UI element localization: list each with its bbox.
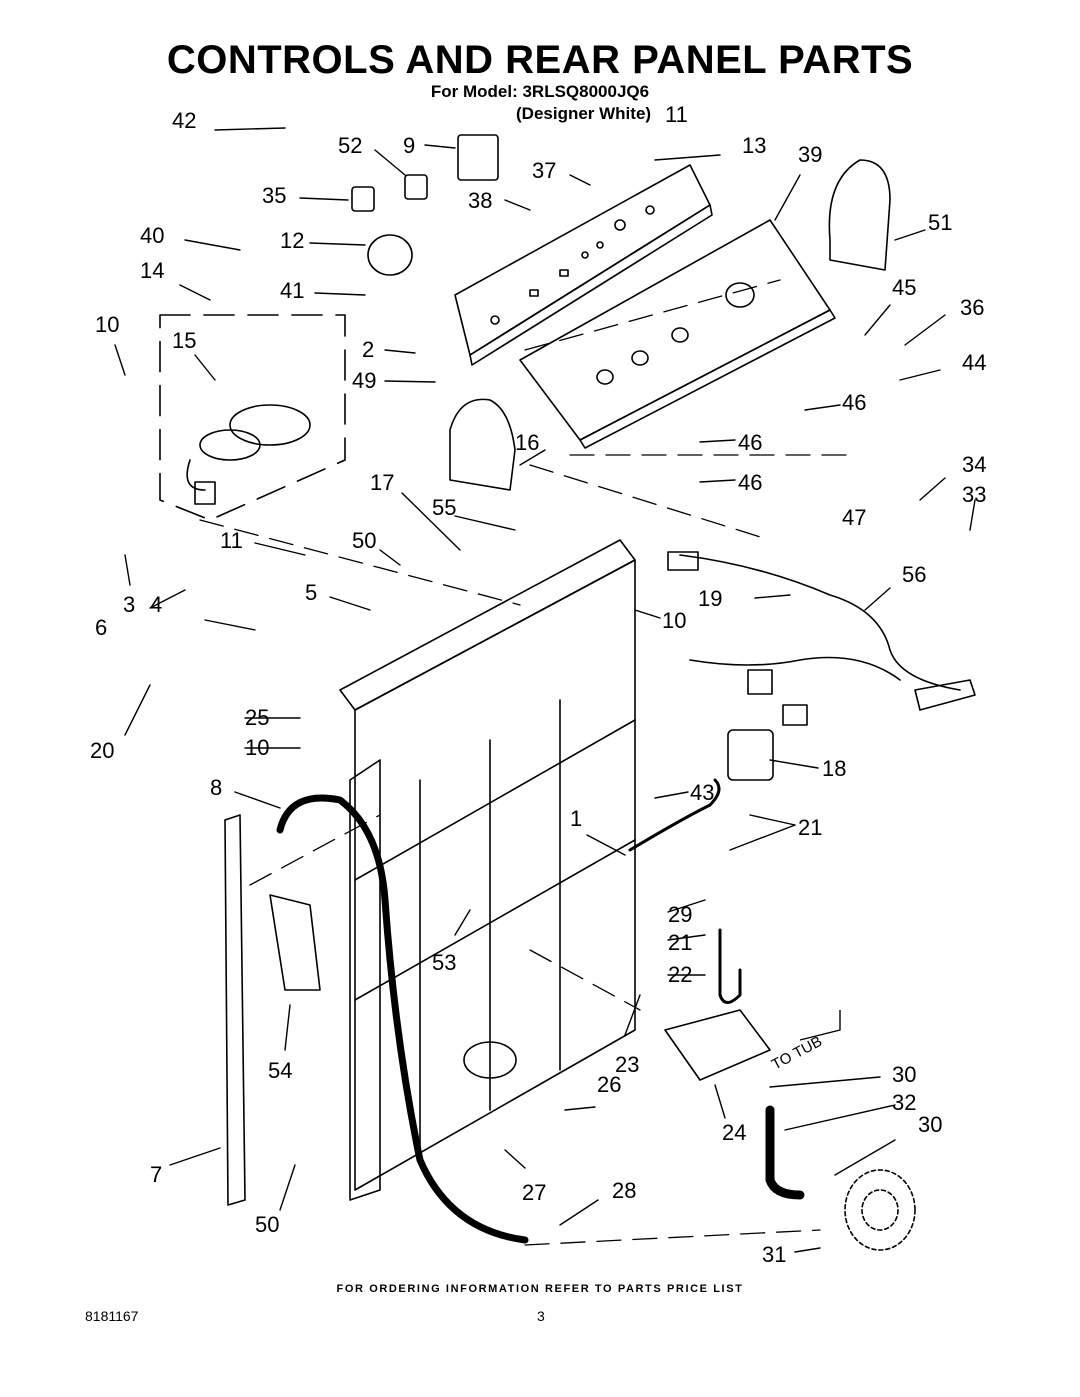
assembly-guide-lines xyxy=(199,279,851,1246)
callout-25: 25 xyxy=(245,705,269,730)
callout-56: 56 xyxy=(902,562,926,587)
callout-47: 47 xyxy=(842,505,866,530)
standpipe xyxy=(718,928,742,1004)
callout-21: 21 xyxy=(668,930,692,955)
callout-2: 2 xyxy=(362,337,374,362)
callout-38: 38 xyxy=(468,188,492,213)
callout-30: 30 xyxy=(892,1062,916,1087)
callout-leaders xyxy=(114,127,976,1253)
model-line: For Model: 3RLSQ8000JQ6 xyxy=(430,82,650,101)
callout-14: 14 xyxy=(140,258,164,283)
knob-part-35 xyxy=(351,186,375,212)
callout-12: 12 xyxy=(280,228,304,253)
callout-32: 32 xyxy=(892,1090,916,1115)
rear-panel-cabinet xyxy=(339,539,636,1201)
callout-8: 8 xyxy=(210,775,222,800)
callout-42: 42 xyxy=(172,108,196,133)
ordering-note: FOR ORDERING INFORMATION REFER TO PARTS … xyxy=(336,1283,744,1295)
callout-7: 7 xyxy=(150,1162,162,1187)
callout-10: 10 xyxy=(95,312,119,337)
callout-13: 13 xyxy=(742,133,766,158)
callout-53: 53 xyxy=(432,950,456,975)
model-variant: (Designer White) xyxy=(516,104,652,123)
document-number: 8181167 xyxy=(85,1308,139,1324)
callout-45: 45 xyxy=(892,275,916,300)
callout-51: 51 xyxy=(928,210,952,235)
callout-40: 40 xyxy=(140,223,164,248)
callout-39: 39 xyxy=(798,142,822,167)
callout-22: 22 xyxy=(668,962,692,987)
callout-10: 10 xyxy=(245,735,269,760)
air-dome-bracket xyxy=(269,894,321,991)
fill-hose xyxy=(276,794,529,1244)
callout-50: 50 xyxy=(255,1212,279,1237)
callout-30: 30 xyxy=(918,1112,942,1137)
pump-inlet-hose xyxy=(628,778,721,852)
callout-41: 41 xyxy=(280,278,304,303)
callout-10: 10 xyxy=(662,608,686,633)
callout-46: 46 xyxy=(842,390,866,415)
callout-54: 54 xyxy=(268,1058,292,1083)
callout-52: 52 xyxy=(338,133,362,158)
callout-23: 23 xyxy=(615,1052,639,1077)
callout-21: 21 xyxy=(798,815,822,840)
callout-28: 28 xyxy=(612,1178,636,1203)
callout-44: 44 xyxy=(962,350,986,375)
timer xyxy=(457,134,499,181)
to-tub-label: TO TUB xyxy=(769,1033,825,1074)
harness-dashed-box xyxy=(159,314,346,521)
callout-50: 50 xyxy=(352,528,376,553)
callout-35: 35 xyxy=(262,183,286,208)
callout-20: 20 xyxy=(90,738,114,763)
knob-part-52 xyxy=(404,174,428,200)
main-wiring-harness xyxy=(667,551,976,726)
left-end-cap xyxy=(449,398,516,491)
page-number: 3 xyxy=(537,1308,545,1324)
selector-switch xyxy=(367,234,413,276)
drain-pump-bracket xyxy=(664,1009,771,1081)
control-console-panel xyxy=(454,164,713,366)
callout-4: 4 xyxy=(150,592,162,617)
callout-15: 15 xyxy=(172,328,196,353)
callout-46: 46 xyxy=(738,470,762,495)
backsplash-panel xyxy=(519,219,836,449)
callout-29: 29 xyxy=(668,902,692,927)
callout-16: 16 xyxy=(515,430,539,455)
right-end-cap xyxy=(828,159,891,271)
callout-6: 6 xyxy=(95,615,107,640)
callout-11: 11 xyxy=(665,102,688,127)
callout-19: 19 xyxy=(698,586,722,611)
callout-26: 26 xyxy=(597,1072,621,1097)
page-title: CONTROLS AND REAR PANEL PARTS xyxy=(166,38,914,82)
callout-33: 33 xyxy=(962,482,986,507)
callout-24: 24 xyxy=(722,1120,746,1145)
callout-3: 3 xyxy=(123,592,135,617)
drain-hose xyxy=(765,1105,805,1200)
callout-36: 36 xyxy=(960,295,984,320)
callout-5: 5 xyxy=(305,580,317,605)
side-trim xyxy=(224,814,246,1206)
callout-18: 18 xyxy=(822,756,846,781)
callout-46: 46 xyxy=(738,430,762,455)
callout-27: 27 xyxy=(522,1180,546,1205)
callout-31: 31 xyxy=(762,1242,786,1267)
callout-11: 11 xyxy=(220,528,243,553)
callout-34: 34 xyxy=(962,452,986,477)
callout-55: 55 xyxy=(432,495,456,520)
tub-outlet xyxy=(844,1169,916,1251)
callout-17: 17 xyxy=(370,470,394,495)
callout-49: 49 xyxy=(352,368,376,393)
callout-43: 43 xyxy=(690,780,714,805)
callout-37: 37 xyxy=(532,158,556,183)
power-cord-harness xyxy=(186,404,311,505)
callout-9: 9 xyxy=(403,133,415,158)
callout-1: 1 xyxy=(570,806,582,831)
water-valve xyxy=(727,729,774,781)
